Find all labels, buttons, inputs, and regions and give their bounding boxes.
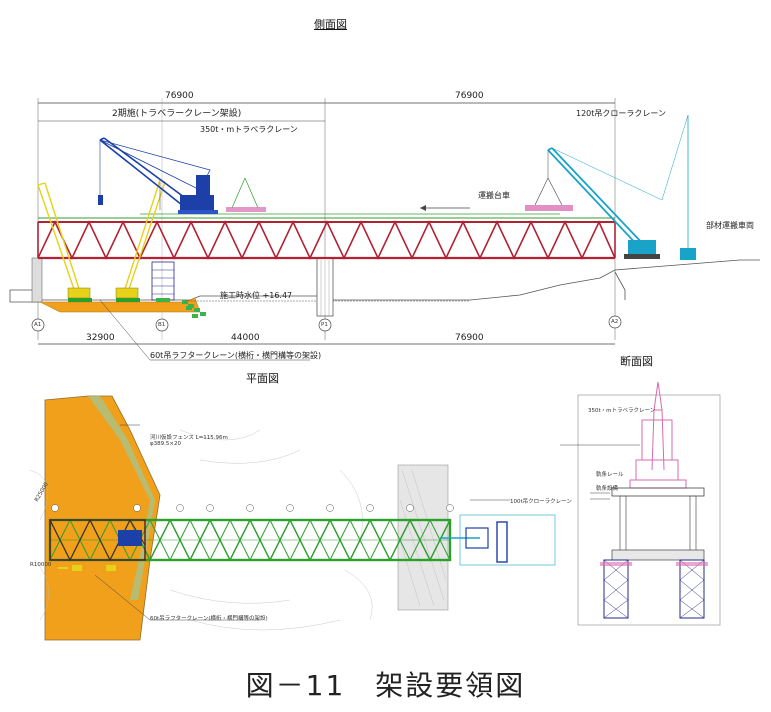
crawler-crane-label: 120t吊クローラクレーン [576,109,667,118]
support-label-a2: A2 [611,319,619,325]
support-marker-p1 [318,318,332,332]
yellow-crane-left [37,182,92,302]
fence-label: 河川仮設フェンス L=115.96m [150,435,228,441]
dim-bottom-3: 76900 [455,333,484,343]
support-label-p1: P1 [321,322,328,328]
support-label-a1: A1 [34,322,42,328]
section-traveler-crane [629,381,687,489]
section-rail-label: 軌条レール [596,472,624,478]
ground-profile [10,259,760,301]
dim-bottom-2: 44000 [231,333,260,343]
crawler-crane-right [547,147,663,259]
plan-crawler-label: 100t吊クローラクレーン [510,499,572,505]
section-bents [600,559,708,619]
truck-label: 部材運搬車両 [706,221,754,230]
carrier-label: 運搬台車 [478,191,510,200]
water-level-label: 施工時水位 +16.47 [220,291,293,300]
transport-truck [661,114,696,260]
support-marker-b1 [155,318,169,332]
fence-sub-label: φ389.5×20 [150,441,181,447]
side-view-drawing [9,98,760,361]
figure-caption: 図－11 架設要領図 [245,669,526,702]
plan-yard-fill [44,395,161,641]
plan-crawler-crane [440,499,556,566]
section-view-title: 断面図 [620,355,653,368]
section-view-drawing [560,381,721,626]
traveler-crane [98,137,218,214]
support-marker-a2 [608,315,622,329]
plan-rough-crane-label: 60t吊ラフタークレーン(横桁・横門構等の架設) [150,616,268,622]
bent-b1 [151,261,175,302]
radius-left-label: R10000 [30,562,52,568]
plan-view-drawing [29,395,556,641]
side-view-title: 側面図 [314,18,347,31]
step-blocks [182,300,206,318]
support-label-b1: B1 [158,322,166,328]
support-marker-a1 [31,318,45,332]
river-bank-gravel [397,464,449,611]
traveler-crane-label: 350t・mトラベラクレーン [200,125,298,134]
yellow-crane-middle [115,179,166,302]
dim-bottom-1: 32900 [86,333,115,343]
side-rough-crane-label: 60t吊ラフタークレーン(横桁・横門構等の架設) [150,351,322,360]
section-crane-label: 350t・mトラベラクレーン [588,408,656,414]
dim-top-left: 76900 [165,91,194,101]
phase-label: 2期施(トラベラークレーン架設) [112,109,242,119]
plan-view-title: 平面図 [246,372,279,385]
dim-top-right: 76900 [455,91,484,101]
plan-truss [48,518,452,571]
side-truss [37,213,616,260]
section-rail-equip-label: 軌条設備 [596,486,619,492]
